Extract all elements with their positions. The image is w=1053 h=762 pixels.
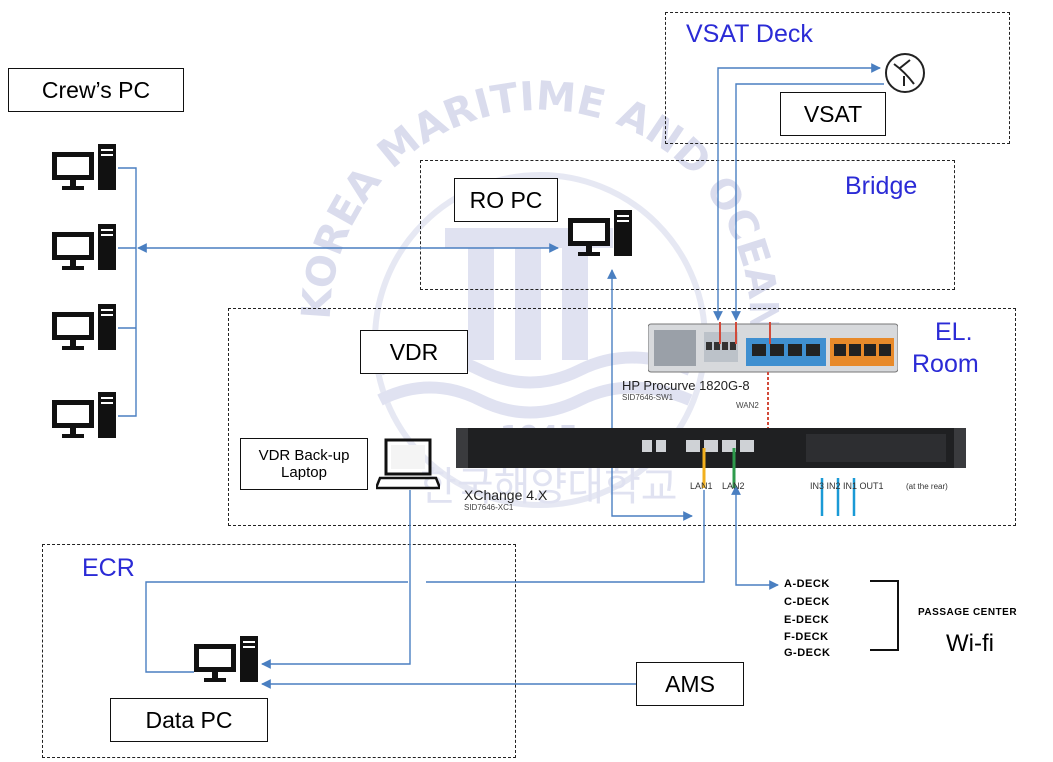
zone-ecr <box>42 544 516 758</box>
xchange-unit <box>456 428 966 468</box>
ro-pc-label: RO PC <box>469 186 543 213</box>
crews-pc-label: Crew’s PC <box>41 76 151 103</box>
zone-label-vsat-deck: VSAT Deck <box>686 20 813 48</box>
deck-label: F-DECK <box>784 631 829 643</box>
deck-label: C-DECK <box>784 596 830 608</box>
zone-label-el-room-line2: Room <box>912 350 979 378</box>
vdr-backup-label-line1: VDR Back-up <box>258 446 350 464</box>
lan2-label: LAN2 <box>722 481 745 491</box>
deck-label: E-DECK <box>784 614 830 626</box>
vdr-backup-label-box: VDR Back-up Laptop <box>240 438 368 490</box>
vdr-label: VDR <box>389 338 439 365</box>
vsat-label: VSAT <box>803 100 863 127</box>
xchange-id: SID7646-XC1 <box>464 503 514 512</box>
wan2-label: WAN2 <box>736 401 759 410</box>
data-pc-label: Data PC <box>145 706 233 733</box>
crews-pc-label-box: Crew’s PC <box>8 68 184 112</box>
deck-label: A-DECK <box>784 578 830 590</box>
switch-name: HP Procurve 1820G-8 <box>622 378 750 393</box>
vsat-label-box: VSAT <box>780 92 886 136</box>
computer-icon <box>52 304 116 350</box>
ro-pc-label-box: RO PC <box>454 178 558 222</box>
computer-icon <box>52 224 116 270</box>
laptop-icon <box>376 438 440 490</box>
rear-note: (at the rear) <box>906 482 948 491</box>
ams-label: AMS <box>665 670 715 697</box>
wan2-cable <box>767 372 769 428</box>
deck-label: G-DECK <box>784 647 831 659</box>
switch-id: SID7646-SW1 <box>622 393 674 402</box>
data-pc-label-box: Data PC <box>110 698 268 742</box>
computer-icon <box>52 392 116 438</box>
computer-icon <box>568 210 632 256</box>
rear-ports-label: IN3 IN2 IN1 OUT1 <box>810 481 884 491</box>
vdr-label-box: VDR <box>360 330 468 374</box>
satellite-dish-icon <box>885 53 925 93</box>
computer-icon <box>194 636 258 682</box>
lan1-label: LAN1 <box>690 481 713 491</box>
ams-label-box: AMS <box>636 662 744 706</box>
passage-center-label: PASSAGE CENTER <box>918 607 1018 618</box>
wifi-label: Wi-fi <box>946 630 994 657</box>
network-switch <box>648 322 898 373</box>
zone-label-ecr: ECR <box>82 554 135 582</box>
lan-cables <box>702 448 736 488</box>
vdr-backup-label-line2: Laptop <box>281 464 327 481</box>
xchange-name: XChange 4.X <box>464 487 548 503</box>
zone-label-el-room-line1: EL. <box>935 318 973 346</box>
computer-icon <box>52 144 116 190</box>
